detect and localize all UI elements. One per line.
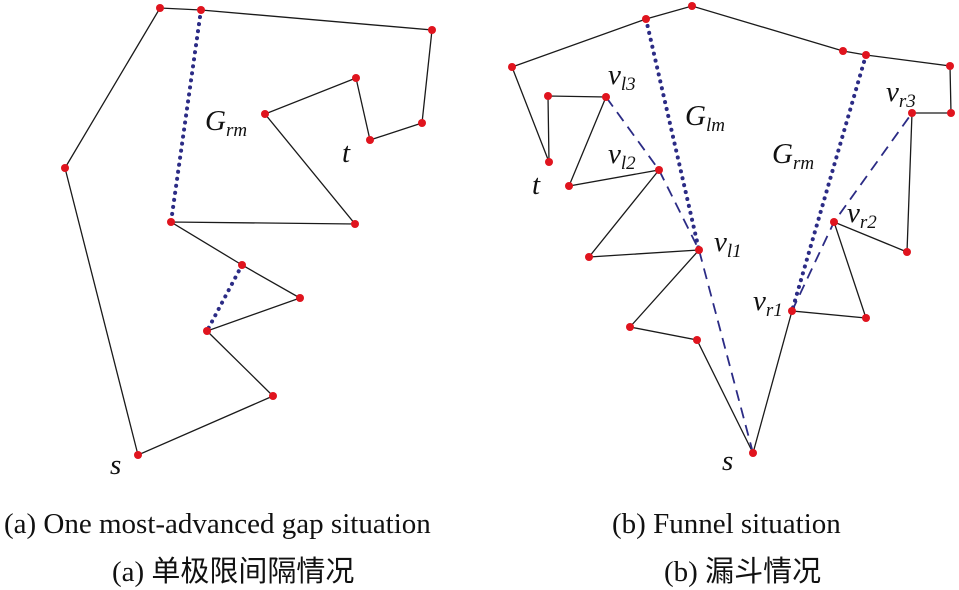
panel-b-polygon: [511, 5, 952, 455]
panel-a-gap-bottom: [205, 263, 244, 333]
vertex: [203, 327, 211, 335]
panel-b-label-s: s: [722, 445, 733, 477]
label-subscript: rm: [793, 153, 814, 174]
label-subscript: l2: [621, 153, 636, 174]
panel-b-gap-right: [790, 53, 868, 313]
label-letter: v: [714, 226, 727, 258]
vertex: [688, 2, 696, 10]
label-subscript: rm: [226, 120, 247, 141]
vertex: [261, 110, 269, 118]
panel-a-caption-zh: (a) 单极限间隔情况: [112, 556, 355, 588]
vertex: [197, 6, 205, 14]
label-letter: G: [685, 100, 706, 132]
vertex: [134, 451, 142, 459]
panel-b-diagram: s t Glm Grm vl3 vl2 vl1 vr1 vr2 vr3: [508, 2, 955, 477]
vertex: [61, 164, 69, 172]
vertex: [428, 26, 436, 34]
label-letter: v: [847, 197, 860, 229]
vertex: [352, 74, 360, 82]
vertex: [626, 323, 634, 331]
vertex: [269, 392, 277, 400]
label-subscript: r1: [766, 300, 783, 321]
panel-b-label-grm: Grm: [772, 138, 814, 174]
vertex: [749, 449, 757, 457]
vertex: [156, 4, 164, 12]
label-letter: v: [886, 76, 899, 108]
vertex: [366, 136, 374, 144]
vertex: [642, 15, 650, 23]
panel-b-caption-en: (b) Funnel situation: [612, 508, 841, 540]
vertex: [862, 314, 870, 322]
panel-b-label-vr1: vr1: [753, 285, 783, 321]
panel-b-gap-left: [644, 17, 701, 252]
vertex: [508, 63, 516, 71]
vertex: [947, 109, 955, 117]
panel-b-label-vr2: vr2: [847, 197, 877, 233]
label-subscript: r3: [899, 91, 916, 112]
vertex: [296, 294, 304, 302]
vertex: [418, 119, 426, 127]
panel-a-label-grm: Grm: [205, 105, 247, 141]
vertex: [695, 246, 703, 254]
panel-b-label-t: t: [532, 169, 541, 201]
vertex: [585, 253, 593, 261]
vertex: [238, 261, 246, 269]
panel-a-label-t: t: [342, 137, 351, 169]
label-subscript: lm: [706, 115, 725, 136]
panel-b-label-glm: Glm: [685, 100, 725, 136]
panel-a-caption-en: (a) One most-advanced gap situation: [4, 508, 431, 540]
diagram-canvas: s t Grm: [61, 2, 955, 481]
vertex: [862, 51, 870, 59]
vertex: [351, 220, 359, 228]
panel-a-gap-top: [169, 8, 203, 224]
label-letter: G: [772, 138, 793, 170]
panel-b-funnel-left-path: [605, 96, 754, 454]
vertex: [545, 158, 553, 166]
label-subscript: l1: [727, 241, 742, 262]
vertex: [839, 47, 847, 55]
panel-a-diagram: s t Grm: [61, 4, 436, 481]
label-subscript: r2: [860, 212, 877, 233]
vertex: [544, 92, 552, 100]
vertex: [788, 307, 796, 315]
vertex: [908, 109, 916, 117]
panel-b-label-vl1: vl1: [714, 226, 742, 262]
label-letter: v: [608, 59, 621, 91]
label-letter: v: [608, 138, 621, 170]
label-letter: v: [753, 285, 766, 317]
vertex: [830, 218, 838, 226]
panel-a-vertices: [61, 4, 436, 459]
panel-a-polygon: [64, 7, 433, 456]
vertex: [946, 62, 954, 70]
panel-b-vertices: [508, 2, 955, 457]
panel-a-label-s: s: [110, 449, 121, 481]
vertex: [693, 336, 701, 344]
panel-b-label-vr3: vr3: [886, 76, 916, 112]
vertex: [167, 218, 175, 226]
panel-b-label-vl2: vl2: [608, 138, 636, 174]
panel-b-caption-zh: (b) 漏斗情况: [664, 556, 822, 588]
vertex: [565, 182, 573, 190]
panel-b-label-vl3: vl3: [608, 59, 636, 95]
vertex: [602, 93, 610, 101]
label-letter: G: [205, 105, 226, 137]
label-subscript: l3: [621, 74, 636, 95]
vertex: [655, 166, 663, 174]
vertex: [903, 248, 911, 256]
